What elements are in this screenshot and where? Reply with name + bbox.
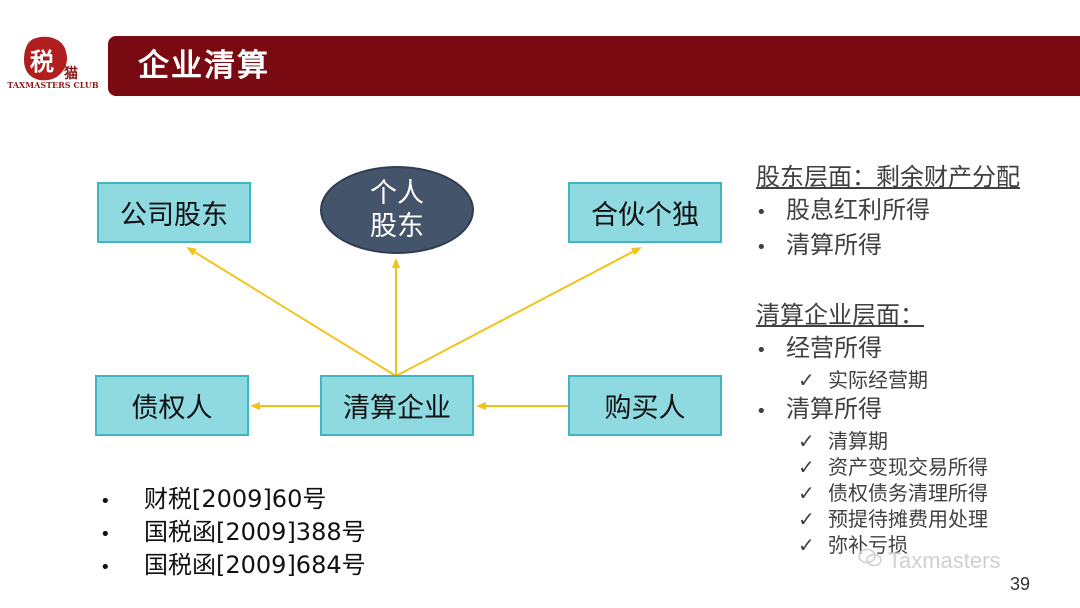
check-icon: ✓ xyxy=(798,368,815,392)
watermark-text: Taxmasters xyxy=(888,548,1001,573)
check-item: ✓实际经营期 xyxy=(798,368,928,392)
node-label: 合伙个独 xyxy=(591,200,699,231)
page-number: 39 xyxy=(1010,574,1031,594)
node-label: 公司股东 xyxy=(120,200,228,231)
node-label-line1: 个人 xyxy=(370,178,424,209)
wechat-icon xyxy=(858,548,882,567)
check-item: ✓债权债务清理所得 xyxy=(798,481,988,505)
node-label: 债权人 xyxy=(131,393,213,424)
node-buyer: 购买人 xyxy=(568,375,722,436)
enterprise-item: •清算所得 xyxy=(756,395,882,423)
watermark: Taxmasters xyxy=(858,548,1000,574)
node-partnership: 合伙个独 xyxy=(568,182,722,243)
reference-item: •财税[2009]60号 xyxy=(100,485,327,513)
node-liquidating-enterprise: 清算企业 xyxy=(320,375,474,436)
check-icon: ✓ xyxy=(798,481,815,505)
reference-list: •财税[2009]60号 •国税函[2009]388号 •国税函[2009]68… xyxy=(100,484,366,583)
enterprise-item: •经营所得 xyxy=(756,334,882,362)
page-title: 企业清算 xyxy=(138,48,270,84)
taxmasters-logo: 税 猫 xyxy=(24,36,78,82)
check-item: ✓清算期 xyxy=(798,429,888,453)
check-item: ✓弥补亏损 xyxy=(798,533,908,557)
arrow-to-company-shareholder xyxy=(186,246,397,377)
logo-small-glyph: 猫 xyxy=(64,65,78,82)
shareholder-level-heading: 股东层面：剩余财产分配 xyxy=(756,163,1020,191)
check-icon: ✓ xyxy=(798,455,815,479)
node-label: 购买人 xyxy=(604,393,686,424)
reference-item: •国税函[2009]684号 xyxy=(100,551,366,579)
node-individual-shareholder: 个人 股东 xyxy=(320,166,474,254)
logo-glyph: 税 xyxy=(30,47,54,76)
node-creditor: 债权人 xyxy=(95,375,249,436)
check-item: ✓预提待摊费用处理 xyxy=(798,507,988,531)
check-icon: ✓ xyxy=(798,507,815,531)
reference-item: •国税函[2009]388号 xyxy=(100,518,366,546)
header-bar xyxy=(108,36,1080,96)
arrow-to-partnership xyxy=(395,247,642,377)
shareholder-item: •清算所得 xyxy=(756,231,882,259)
check-icon: ✓ xyxy=(798,429,815,453)
shareholder-item: •股息红利所得 xyxy=(756,196,930,224)
right-panel: 股东层面：剩余财产分配 •股息红利所得 •清算所得 清算企业层面： •经营所得 … xyxy=(756,160,1076,558)
node-label: 清算企业 xyxy=(343,393,451,424)
node-company-shareholder: 公司股东 xyxy=(97,182,251,243)
logo-text: TAXMASTERS CLUB xyxy=(7,80,99,90)
node-label-line2: 股东 xyxy=(370,211,424,242)
enterprise-level-heading: 清算企业层面： xyxy=(756,301,924,329)
check-icon: ✓ xyxy=(798,533,815,557)
check-item: ✓资产变现交易所得 xyxy=(798,455,988,479)
